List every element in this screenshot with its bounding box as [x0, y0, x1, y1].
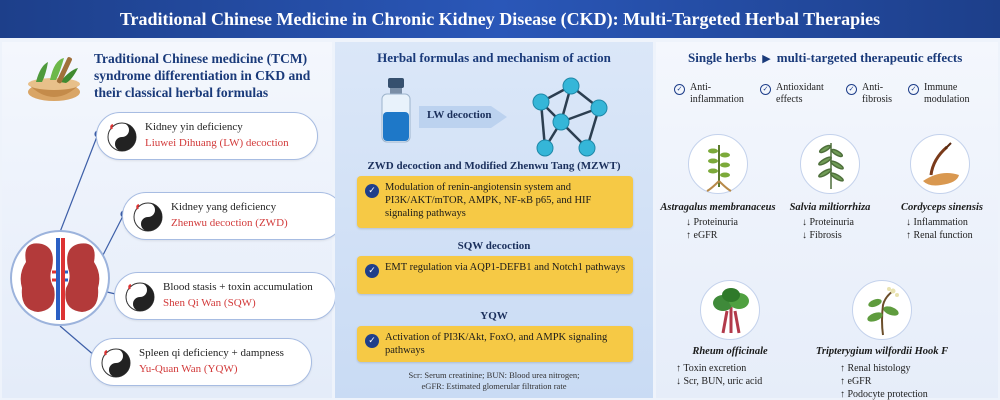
herb-bowl-icon — [28, 57, 80, 101]
formula-label: Liuwei Dihuang (LW) decoction — [145, 137, 289, 149]
formula-label: Yu-Quan Wan (YQW) — [139, 363, 238, 375]
mechanism-box: ✓ Activation of PI3K/Akt, FoxO, and AMPK… — [357, 326, 633, 362]
title-left: Single herbs — [688, 50, 757, 65]
mechanism-box: ✓ Modulation of renin-angiotensin system… — [357, 176, 633, 228]
section-title: ZWD decoction and Modified Zhenwu Tang (… — [367, 160, 621, 172]
single-herbs-panel: Single herbs ▶ multi-targeted therapeutic … — [656, 42, 998, 400]
footnote-line: Scr: Serum creatinine; BUN: Blood urea n… — [408, 370, 580, 380]
mechanism-box: ✓ EMT regulation via AQP1-DEFB1 and Notc… — [357, 256, 633, 294]
vial-icon — [381, 78, 411, 143]
section-title: SQW decoction — [457, 240, 531, 252]
title-right: multi-targeted therapeutic effects — [776, 50, 963, 65]
rheum-image — [700, 280, 760, 340]
herb-effects: ↓ Proteinuria↓ Fibrosis — [802, 217, 854, 241]
check-icon: ✓ — [908, 84, 919, 95]
salvia-image — [800, 134, 860, 194]
herb-name: Astragalus membranaceus — [660, 202, 776, 213]
check-icon: ✓ — [760, 84, 771, 95]
syndrome-card-stasis: Blood stasis + toxin accumulation Shen Q… — [114, 272, 336, 320]
mechanism-text: Modulation of renin-angiotensin system a… — [385, 182, 592, 219]
footnote: Scr: Serum creatinine; BUN: Blood urea n… — [335, 370, 653, 392]
formula-label: Shen Qi Wan (SQW) — [163, 297, 256, 309]
herb-name: Cordyceps sinensis — [901, 202, 983, 213]
check-icon: ✓ — [365, 184, 379, 198]
tcm-syndrome-panel: Traditional Chinese medicine (TCM) syndr… — [2, 42, 344, 398]
check-icon: ✓ — [674, 84, 685, 95]
mechanism-text: Activation of PI3K/Akt, FoxO, and AMPK s… — [385, 332, 608, 356]
tripterygium-image — [852, 280, 912, 340]
syndrome-label: Kidney yang deficiency — [171, 201, 277, 213]
check-icon: ✓ — [365, 334, 379, 348]
herb-name: Salvia miltiorrhiza — [789, 202, 871, 213]
formula-label: Zhenwu decoction (ZWD) — [171, 217, 288, 229]
herb-name: Rheum officinale — [692, 346, 768, 357]
astragalus-image — [688, 134, 748, 194]
syndrome-label: Kidney yin deficiency — [145, 121, 243, 133]
syndrome-card-yin: Kidney yin deficiency Liuwei Dihuang (LW… — [96, 112, 318, 160]
left-panel-title: Traditional Chinese medicine (TCM) syndr… — [94, 51, 311, 100]
middle-panel-title: Herbal formulas and mechanism of action — [377, 50, 611, 65]
herb-effects: ↓ Inflammation↑ Renal function — [906, 217, 973, 241]
triangle-right-icon: ▶ — [762, 52, 771, 65]
yin-yang-icon — [107, 122, 137, 152]
yin-yang-icon — [125, 282, 155, 312]
arrow-label: LW decoction — [427, 109, 492, 121]
herb-effects: ↑ Renal histology↑ eGFR↑ Podocyte protec… — [840, 363, 928, 400]
syndrome-card-spleen: Spleen qi deficiency + dampness Yu-Quan … — [90, 338, 312, 386]
molecular-network-icon — [532, 77, 608, 157]
footnote-line: eGFR: Estimated glomerular filtration ra… — [421, 381, 567, 391]
page-title: Traditional Chinese Medicine in Chronic … — [0, 0, 1000, 38]
syndrome-label: Blood stasis + toxin accumulation — [163, 281, 313, 293]
cordyceps-image — [910, 134, 970, 194]
syndrome-label: Spleen qi deficiency + dampness — [139, 347, 284, 359]
arrow-icon — [419, 106, 507, 128]
yin-yang-icon — [101, 348, 131, 378]
yin-yang-icon — [133, 202, 163, 232]
mechanism-panel: Herbal formulas and mechanism of action … — [335, 42, 653, 398]
right-panel-title: Single herbs ▶ multi-targeted therapeutic … — [688, 50, 962, 66]
herb-effects: ↓ Proteinuria↑ eGFR — [686, 217, 738, 241]
kidney-illustration — [10, 230, 110, 326]
herb-name: Tripterygium wilfordii Hook F — [815, 346, 949, 357]
check-icon: ✓ — [846, 84, 857, 95]
mechanism-text: EMT regulation via AQP1-DEFB1 and Notch1… — [385, 262, 626, 273]
check-icon: ✓ — [365, 264, 379, 278]
herb-effects: ↑ Toxin excretion↓ Scr, BUN, uric acid — [676, 363, 763, 387]
section-title: YQW — [480, 310, 508, 322]
syndrome-card-yang: Kidney yang deficiency Zhenwu decoction … — [122, 192, 344, 240]
